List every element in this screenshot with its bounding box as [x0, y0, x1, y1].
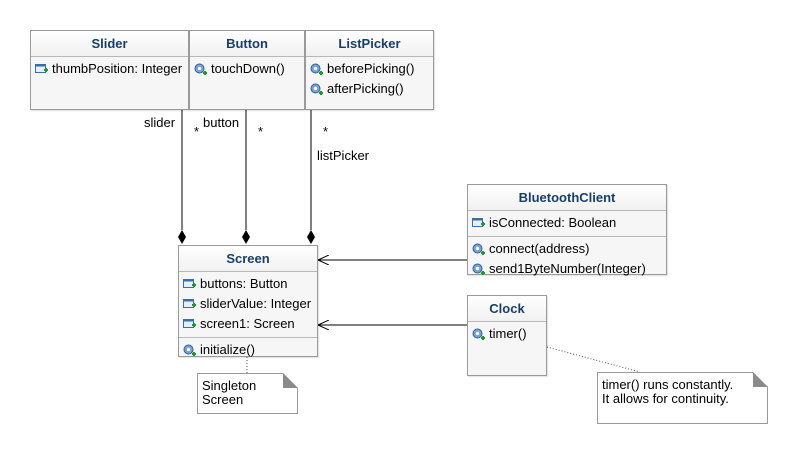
listpicker-class[interactable]: ListPicker beforePicking() afterPicking(…: [305, 30, 434, 110]
button-multiplicity: *: [258, 124, 264, 139]
timer-note-line: timer() runs constantly.: [602, 377, 734, 392]
bluetoothclient-attributes: isConnected: Boolean: [468, 211, 666, 236]
operation-icon: [472, 328, 485, 341]
listpicker-multiplicity: *: [323, 124, 329, 139]
attribute-icon: [472, 217, 485, 230]
timer-note[interactable]: timer() runs constantly. It allows for c…: [597, 372, 768, 424]
screen-attribute-text: screen1: Screen: [200, 316, 295, 331]
operation-icon: [183, 344, 196, 357]
screen-attribute-text: buttons: Button: [200, 276, 288, 291]
bluetoothclient-operation-text: send1ByteNumber(Integer): [489, 261, 646, 276]
button-operation-row[interactable]: touchDown(): [190, 59, 304, 79]
clock-operation-row[interactable]: timer(): [468, 324, 546, 344]
slider-attributes: thumbPosition: Integer: [31, 57, 188, 82]
button-role-label: button: [203, 115, 240, 130]
screen-attributes: buttons: Button sliderValue: Integer scr…: [179, 272, 317, 337]
button-operation-text: touchDown(): [211, 61, 285, 76]
bluetoothclient-class[interactable]: BluetoothClient isConnected: Boolean con…: [467, 184, 667, 276]
operation-icon: [310, 83, 323, 96]
operation-icon: [472, 243, 485, 256]
listpicker-operation-text: beforePicking(): [327, 61, 415, 76]
bluetoothclient-operation-text: connect(address): [489, 241, 590, 256]
screen-attribute-text: sliderValue: Integer: [200, 296, 312, 311]
clock-class[interactable]: Clock timer(): [467, 295, 547, 376]
timer-note-anchor: [546, 346, 641, 373]
timer-note-line: It allows for continuity.: [602, 391, 729, 406]
clock-class-title: Clock: [468, 296, 546, 322]
listpicker-role-label: listPicker: [317, 148, 370, 163]
bluetoothclient-operation-row[interactable]: send1ByteNumber(Integer): [468, 259, 666, 279]
button-operations: touchDown(): [190, 57, 304, 82]
singleton-note-line: Screen: [202, 392, 244, 407]
listpicker-operation-row[interactable]: beforePicking(): [306, 59, 433, 79]
button-class-title: Button: [190, 31, 304, 57]
note-fold-corner: [753, 372, 768, 387]
singleton-note-line: Singleton: [202, 378, 257, 393]
button-composition-diamond: [242, 230, 250, 244]
listpicker-composition-diamond: [307, 230, 315, 244]
singleton-note-text: Singleton Screen: [202, 379, 256, 407]
slider-multiplicity: *: [194, 124, 200, 139]
screen-operation-text: initialize(): [200, 342, 255, 357]
slider-composition-diamond: [178, 230, 186, 244]
button-class[interactable]: Button touchDown(): [189, 30, 305, 110]
screen-attribute-row[interactable]: screen1: Screen: [179, 314, 317, 334]
screen-attribute-row[interactable]: buttons: Button: [179, 274, 317, 294]
slider-class-title: Slider: [31, 31, 188, 57]
listpicker-operation-text: afterPicking(): [327, 81, 404, 96]
clock-operation-text: timer(): [489, 326, 527, 341]
attribute-icon: [35, 63, 48, 76]
attribute-icon: [183, 298, 196, 311]
listpicker-class-title: ListPicker: [306, 31, 433, 57]
listpicker-operations: beforePicking() afterPicking(): [306, 57, 433, 102]
operation-icon: [310, 63, 323, 76]
slider-class[interactable]: Slider thumbPosition: Integer: [30, 30, 189, 110]
attribute-icon: [183, 278, 196, 291]
slider-attribute-text: thumbPosition: Integer: [52, 61, 183, 76]
clock-operations: timer(): [468, 322, 546, 347]
screen-class[interactable]: Screen buttons: Button sliderValue: Inte…: [178, 245, 318, 357]
singleton-note[interactable]: Singleton Screen: [197, 373, 298, 414]
timer-note-text: timer() runs constantly. It allows for c…: [602, 378, 733, 406]
bluetoothclient-attribute-text: isConnected: Boolean: [489, 215, 617, 230]
screen-operation-row[interactable]: initialize(): [179, 340, 317, 360]
bluetoothclient-class-title: BluetoothClient: [468, 185, 666, 211]
slider-attribute-row[interactable]: thumbPosition: Integer: [31, 59, 188, 79]
listpicker-operation-row[interactable]: afterPicking(): [306, 79, 433, 99]
attribute-icon: [183, 318, 196, 331]
screen-operations: initialize(): [179, 337, 317, 363]
screen-attribute-row[interactable]: sliderValue: Integer: [179, 294, 317, 314]
slider-role-label: slider: [144, 115, 176, 130]
bluetoothclient-operation-row[interactable]: connect(address): [468, 239, 666, 259]
note-fold-corner: [283, 373, 298, 388]
operation-icon: [472, 263, 485, 276]
operation-icon: [194, 63, 207, 76]
bluetoothclient-attribute-row[interactable]: isConnected: Boolean: [468, 213, 666, 233]
screen-class-title: Screen: [179, 246, 317, 272]
bluetoothclient-operations: connect(address) send1ByteNumber(Integer…: [468, 236, 666, 282]
